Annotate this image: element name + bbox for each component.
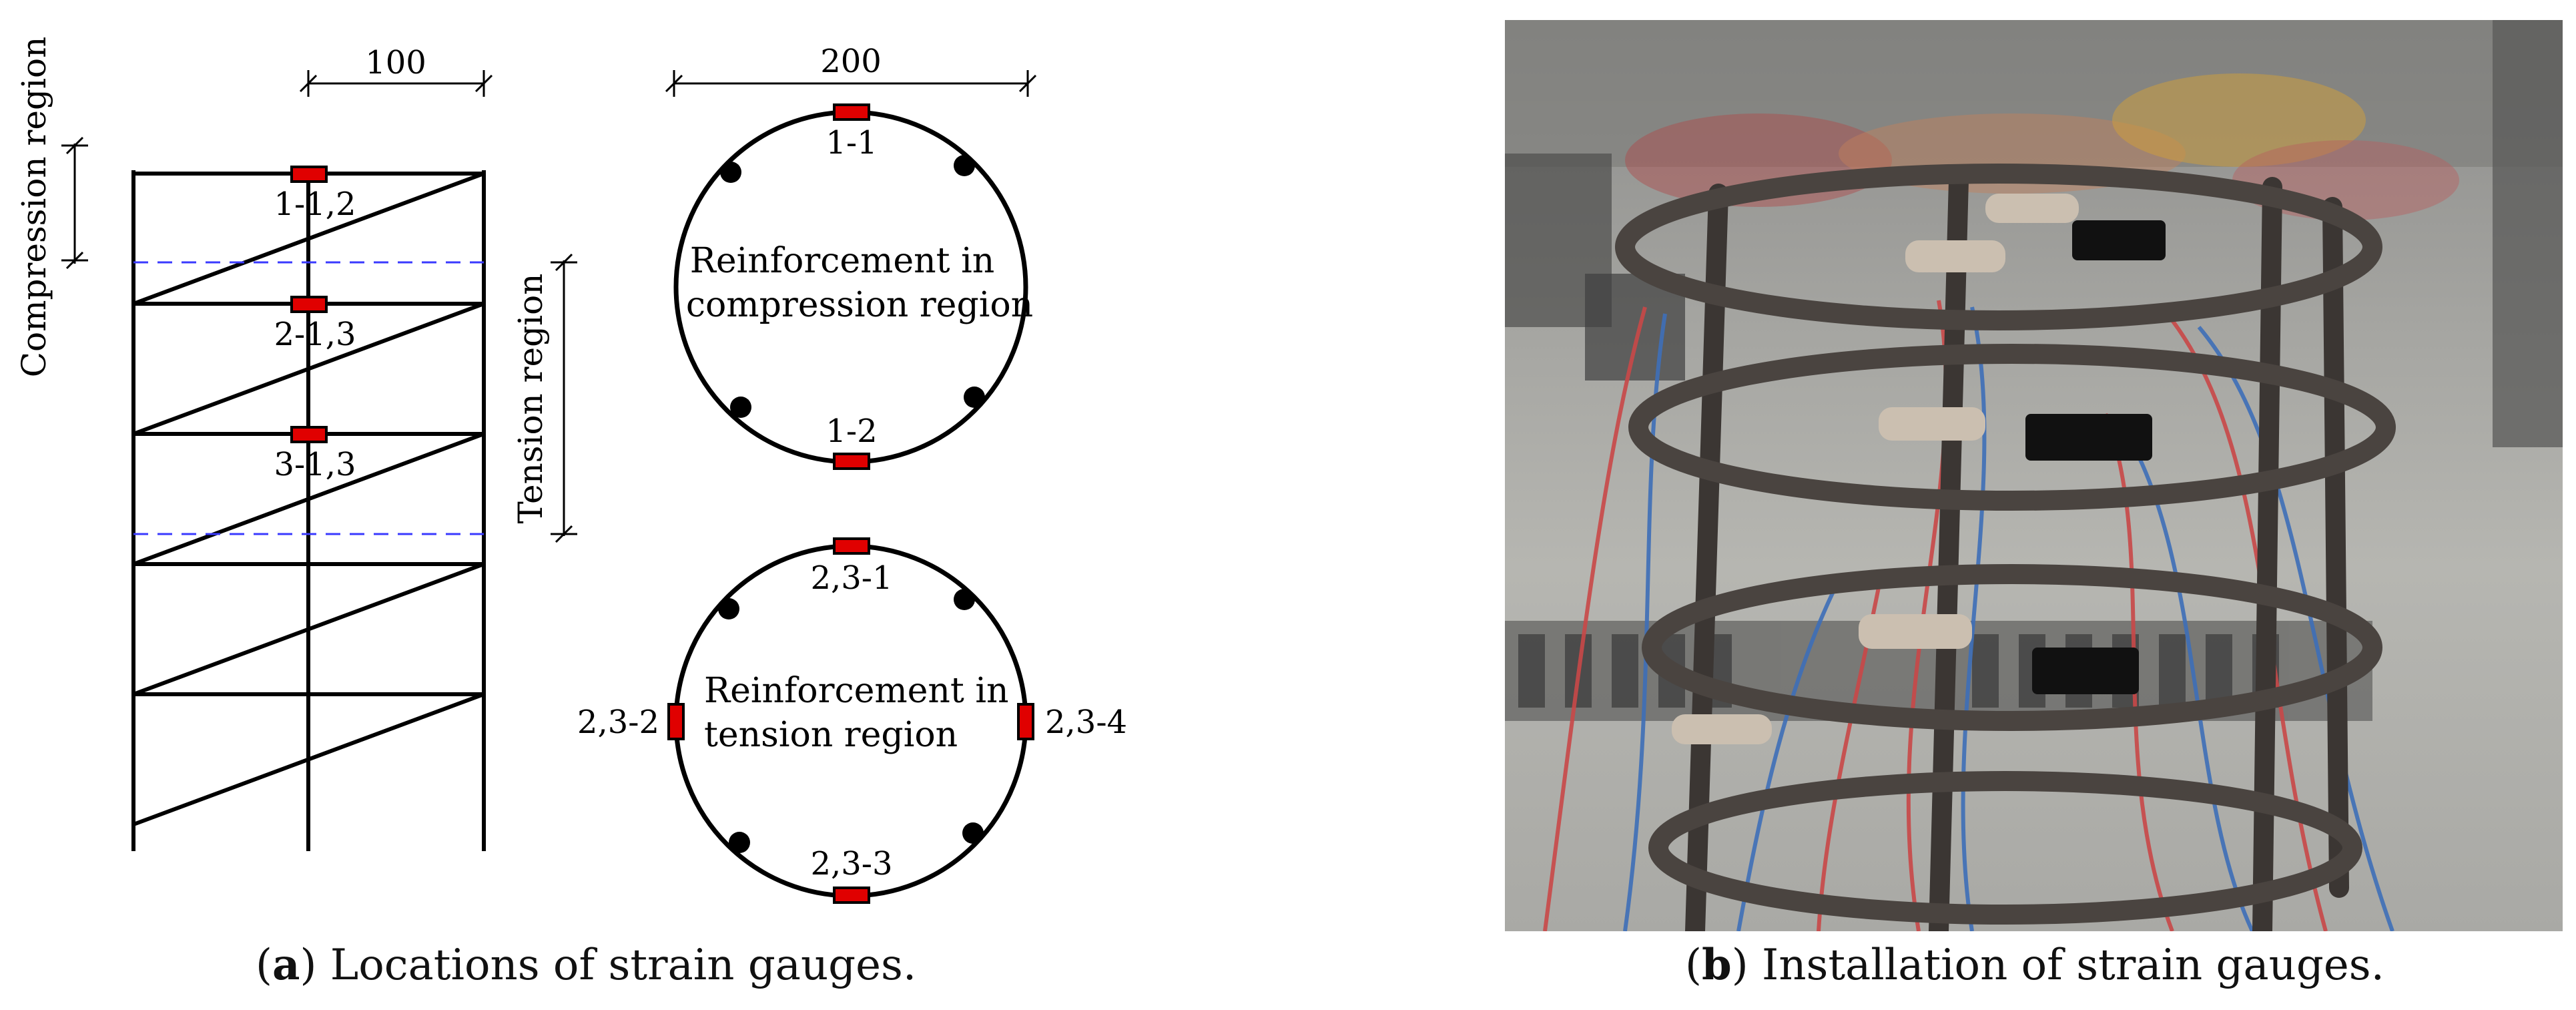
cage-elevation: [131, 170, 486, 851]
strain-gauge: [667, 703, 685, 740]
tension-gauge-top-label: 2,3-1: [810, 559, 892, 597]
strain-gauge: [833, 887, 870, 904]
rebar-dot: [730, 397, 751, 418]
spiral-line: [132, 172, 485, 306]
strain-gauge: [833, 103, 870, 121]
compression-region-label: Compression region: [15, 37, 53, 378]
strain-gauge: [290, 426, 328, 443]
cage-gauge-label-2: 2-1,3: [274, 316, 356, 353]
dimension-100: [299, 70, 493, 97]
tension-gauge-right-label: 2,3-4: [1045, 704, 1127, 741]
caption-b-text: Installation of strain gauges.: [1748, 941, 2384, 990]
dimension-100-label: 100: [365, 44, 426, 81]
gauge-tape-wraps: [1672, 194, 2079, 744]
dimension-200-label: 200: [820, 43, 882, 80]
tension-section-title-1: Reinforcement in: [704, 671, 1008, 711]
background-fabric: [2112, 73, 2366, 167]
compression-dimension: [61, 136, 88, 270]
spiral-line: [132, 692, 485, 826]
dimension-200: [665, 70, 1037, 97]
tension-region-label: Tension region: [511, 274, 550, 524]
spiral-hoops: [1615, 164, 2396, 925]
rebar-dot: [964, 387, 985, 408]
background-pillar: [2493, 20, 2563, 447]
tension-dimension: [551, 253, 577, 543]
cage-gauge-label-1: 1-1,2: [274, 186, 356, 223]
spiral-line: [132, 562, 485, 696]
strain-gauge-installation-photo: [1505, 20, 2563, 931]
background-structure: [1505, 20, 2563, 167]
rebar-dot: [729, 832, 750, 853]
rebar-dot: [720, 162, 741, 183]
compression-gauge-top-label: 1-1: [826, 124, 877, 162]
rebar-dot: [718, 598, 739, 619]
caption-a: (a) Locations of strain gauges.: [256, 940, 917, 990]
strain-gauge: [833, 453, 870, 470]
strain-gauge: [290, 296, 328, 313]
rebar-dot: [954, 155, 975, 176]
compression-gauge-bottom-label: 1-2: [826, 413, 877, 450]
caption-b: (b) Installation of strain gauges.: [1685, 940, 2384, 990]
cage-gauge-label-3: 3-1,3: [274, 446, 356, 483]
rebar-dot: [954, 589, 975, 610]
spiral-line: [132, 302, 485, 436]
rebar-dot: [962, 822, 984, 844]
strain-gauge: [1017, 703, 1034, 740]
compression-section-title-1: Reinforcement in: [690, 241, 994, 281]
compression-section-title-2: compression region: [686, 285, 1033, 325]
caption-a-letter: a: [272, 940, 300, 990]
tension-gauge-left-label: 2,3-2: [577, 704, 659, 741]
caption-b-letter: b: [1701, 940, 1732, 990]
gauge-black-terminals: [2025, 220, 2166, 694]
strain-gauge: [833, 537, 870, 555]
spiral-line: [132, 432, 485, 566]
caption-a-text: Locations of strain gauges.: [316, 941, 917, 990]
tension-section-title-2: tension region: [704, 715, 958, 755]
tension-gauge-bottom-label: 2,3-3: [810, 845, 892, 882]
strain-gauge: [290, 166, 328, 183]
photo-drawing: [1505, 20, 2563, 931]
